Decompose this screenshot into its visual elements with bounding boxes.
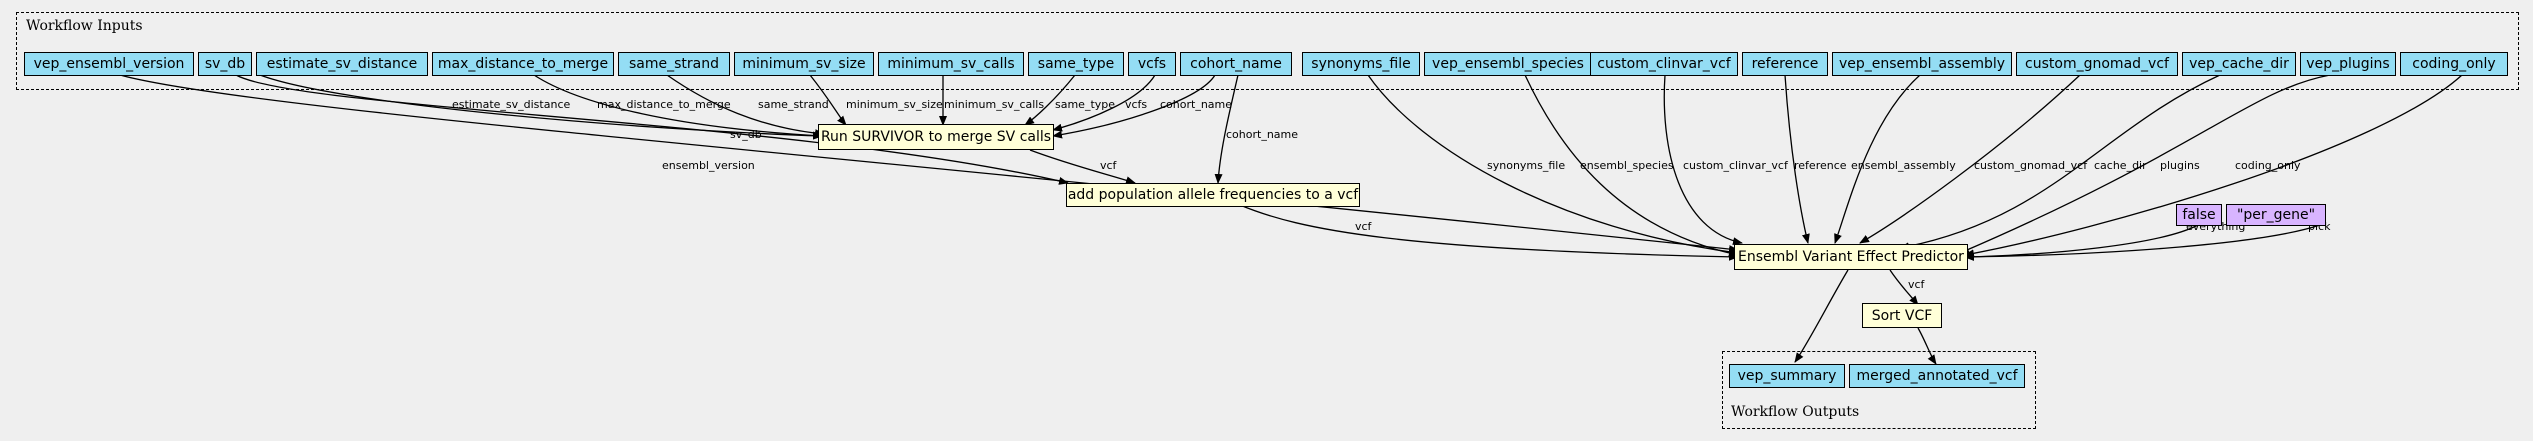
edge-synonyms-file (1367, 74, 1739, 256)
edge-label-vcfs: vcfs (1125, 98, 1147, 111)
step-ensembl-vep[interactable]: Ensembl Variant Effect Predictor (1734, 244, 1968, 270)
edge-plugins (1959, 74, 2331, 254)
edge-ensembl-assembly (1834, 74, 1921, 244)
edge-estimate-sv-distance (259, 74, 823, 140)
step-run-survivor[interactable]: Run SURVIVOR to merge SV calls (818, 124, 1054, 150)
edge-label-cohort-name-survivor: cohort_name (1160, 98, 1232, 111)
edge-cohort-name-af (1214, 74, 1239, 184)
output-merged-annotated-vcf[interactable]: merged_annotated_vcf (1849, 364, 2025, 388)
input-custom-clinvar-vcf[interactable]: custom_clinvar_vcf (1590, 52, 1738, 76)
edge-label-same-type: same_type (1055, 98, 1115, 111)
edge-survivor-vcf (1029, 149, 1136, 185)
edge-label-minimum-sv-size: minimum_sv_size (846, 98, 943, 111)
edge-minimum-sv-size (809, 74, 847, 126)
param-per-gene[interactable]: "per_gene" (2226, 204, 2326, 226)
edge-custom-clinvar-vcf (1663, 74, 1743, 246)
edge-custom-gnomad-vcf (1859, 74, 2081, 244)
edge-vep-summary (1794, 269, 1849, 363)
edge-max-distance-to-merge (533, 74, 823, 140)
input-cohort-name[interactable]: cohort_name (1180, 52, 1292, 76)
workflow-outputs-label: Workflow Outputs (1731, 404, 1860, 420)
workflow-outputs-cluster (1722, 351, 2036, 429)
input-vcfs[interactable]: vcfs (1128, 52, 1176, 76)
output-vep-summary[interactable]: vep_summary (1729, 364, 1845, 388)
edge-pick (1964, 224, 2321, 261)
input-coding-only[interactable]: coding_only (2400, 52, 2508, 76)
edge-label-vep-vcf: vcf (1908, 278, 1926, 291)
edge-label-minimum-sv-calls: minimum_sv_calls (944, 98, 1044, 111)
edge-label-af-vcf: vcf (1355, 220, 1373, 233)
edge-label-same-strand: same_strand (758, 98, 829, 111)
edge-label-custom-clinvar-vcf: custom_clinvar_vcf (1683, 159, 1789, 172)
edge-ensembl-species (1524, 74, 1739, 258)
edge-label-cache-dir: cache_dir (2094, 159, 2147, 172)
param-false[interactable]: false (2176, 204, 2222, 226)
edge-label-estimate-sv-distance: estimate_sv_distance (452, 98, 570, 111)
input-vep-cache-dir[interactable]: vep_cache_dir (2182, 52, 2296, 76)
input-max-distance-to-merge[interactable]: max_distance_to_merge (432, 52, 614, 76)
edge-label-ensembl-version: ensembl_version (662, 159, 755, 172)
input-custom-gnomad-vcf[interactable]: custom_gnomad_vcf (2016, 52, 2178, 76)
edge-cache-dir (1899, 74, 2221, 251)
input-same-type[interactable]: same_type (1028, 52, 1124, 76)
input-vep-plugins[interactable]: vep_plugins (2300, 52, 2396, 76)
input-minimum-sv-size[interactable]: minimum_sv_size (734, 52, 874, 76)
edge-label-max-distance-to-merge: max_distance_to_merge (597, 98, 731, 111)
input-synonyms-file[interactable]: synonyms_file (1302, 52, 1420, 76)
edge-reference (1784, 74, 1810, 244)
input-same-strand[interactable]: same_strand (618, 52, 730, 76)
edge-vep-vcf (1889, 269, 1919, 306)
input-vep-ensembl-species[interactable]: vep_ensembl_species (1424, 52, 1592, 76)
edge-label-synonyms-file: synonyms_file (1487, 159, 1565, 172)
edge-label-coding-only: coding_only (2235, 159, 2301, 172)
edge-label-ensembl-assembly: ensembl_assembly (1851, 159, 1956, 172)
input-sv-db[interactable]: sv_db (198, 52, 252, 76)
input-vep-ensembl-version[interactable]: vep_ensembl_version (24, 52, 194, 76)
workflow-inputs-cluster (16, 12, 2519, 90)
edge-same-strand (666, 74, 825, 138)
edge-coding-only (1964, 74, 2463, 258)
step-add-population-allele-frequencies[interactable]: add population allele frequencies to a v… (1066, 183, 1360, 207)
edge-same-type (1024, 74, 1076, 126)
edge-label-sv-db: sv_db (730, 128, 762, 141)
edge-cohort-name-survivor (1052, 74, 1216, 139)
step-sort-vcf[interactable]: Sort VCF (1862, 303, 1942, 328)
edge-label-cohort-name-af: cohort_name (1226, 128, 1298, 141)
edge-everything (1964, 224, 2199, 261)
edge-sv-db (235, 74, 1069, 185)
input-minimum-sv-calls[interactable]: minimum_sv_calls (878, 52, 1024, 76)
edge-vcfs (1052, 74, 1156, 132)
edge-ensembl-version (119, 74, 1739, 254)
edge-label-ensembl-species: ensembl_species (1580, 159, 1674, 172)
edge-sort-merged (1917, 327, 1937, 365)
input-estimate-sv-distance[interactable]: estimate_sv_distance (256, 52, 428, 76)
edge-af-vcf (1239, 204, 1739, 261)
workflow-inputs-label: Workflow Inputs (26, 18, 143, 34)
edge-label-survivor-vcf: vcf (1100, 159, 1118, 172)
input-reference[interactable]: reference (1742, 52, 1828, 76)
edge-label-reference: reference (1794, 159, 1847, 172)
edge-label-custom-gnomad-vcf: custom_gnomad_vcf (1974, 159, 2088, 172)
input-vep-ensembl-assembly[interactable]: vep_ensembl_assembly (1832, 52, 2012, 76)
edge-label-plugins: plugins (2160, 159, 2200, 172)
